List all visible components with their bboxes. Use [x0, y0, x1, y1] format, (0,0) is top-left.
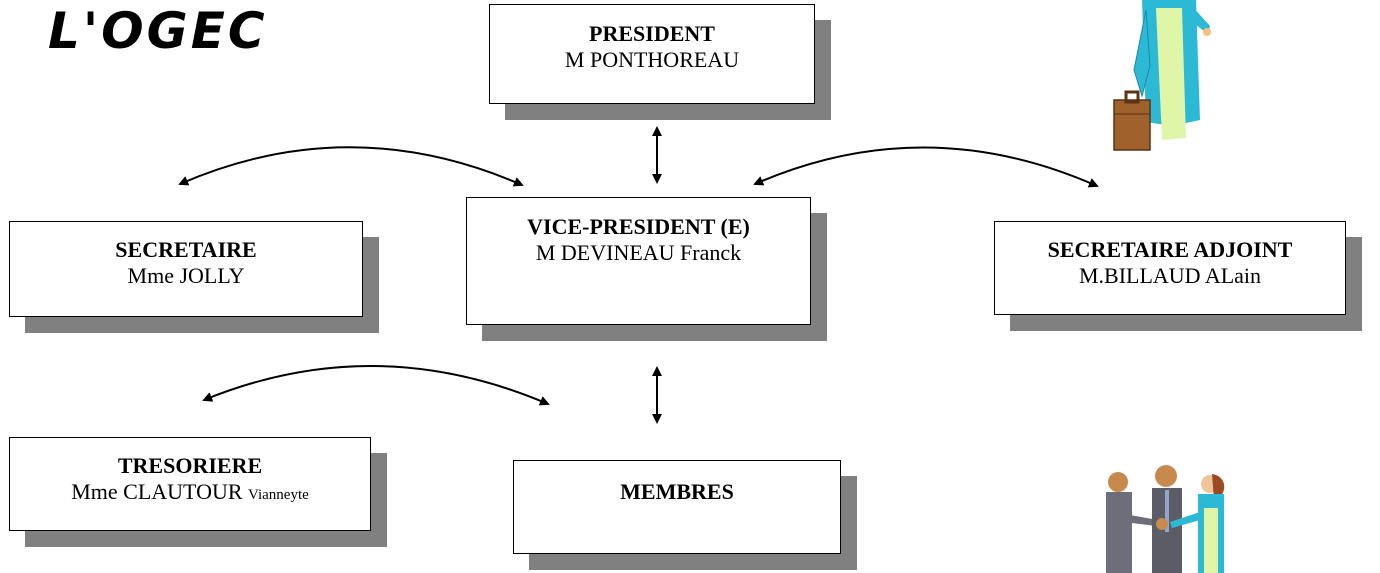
membres-box: MEMBRES: [513, 460, 841, 554]
handshake-group-clipart-icon: [1106, 465, 1225, 573]
president-box: PRESIDENT M PONTHOREAU: [489, 4, 815, 104]
secretaire-adjoint-role: SECRETAIRE ADJOINT: [1047, 237, 1293, 262]
secretaire-adjoint-name: M.BILLAUD ALain: [1078, 263, 1262, 288]
membres-role: MEMBRES: [620, 479, 734, 504]
arrow-secretaire-vice: [178, 146, 524, 187]
businesswoman-clipart-icon: [1113, 0, 1211, 151]
secretaire-adjoint-box: SECRETAIRE ADJOINT M.BILLAUD ALain: [994, 221, 1346, 315]
tresoriere-box: TRESORIERE Mme CLAUTOUR Vianneyte: [9, 437, 371, 531]
tresoriere-role: TRESORIERE: [117, 453, 263, 478]
vice-president-name: M DEVINEAU Franck: [535, 240, 742, 265]
secretaire-name: Mme JOLLY: [127, 263, 245, 288]
president-name: M PONTHOREAU: [564, 47, 740, 72]
page-title: L'OGEC: [48, 2, 268, 60]
tresoriere-name-suffix: Vianneyte: [248, 487, 309, 503]
secretaire-role: SECRETAIRE: [115, 237, 257, 262]
tresoriere-name-line: Mme CLAUTOUR Vianneyte: [10, 479, 370, 508]
vice-president-role: VICE-PRESIDENT (E): [527, 214, 750, 239]
tresoriere-name: Mme CLAUTOUR: [71, 479, 243, 504]
president-role: PRESIDENT: [589, 21, 715, 46]
vice-president-box: VICE-PRESIDENT (E) M DEVINEAU Franck: [466, 197, 811, 325]
secretaire-box: SECRETAIRE Mme JOLLY: [9, 221, 363, 317]
arrow-vice-adjoint: [753, 146, 1099, 188]
arrow-tresoriere-membres: [202, 365, 550, 406]
